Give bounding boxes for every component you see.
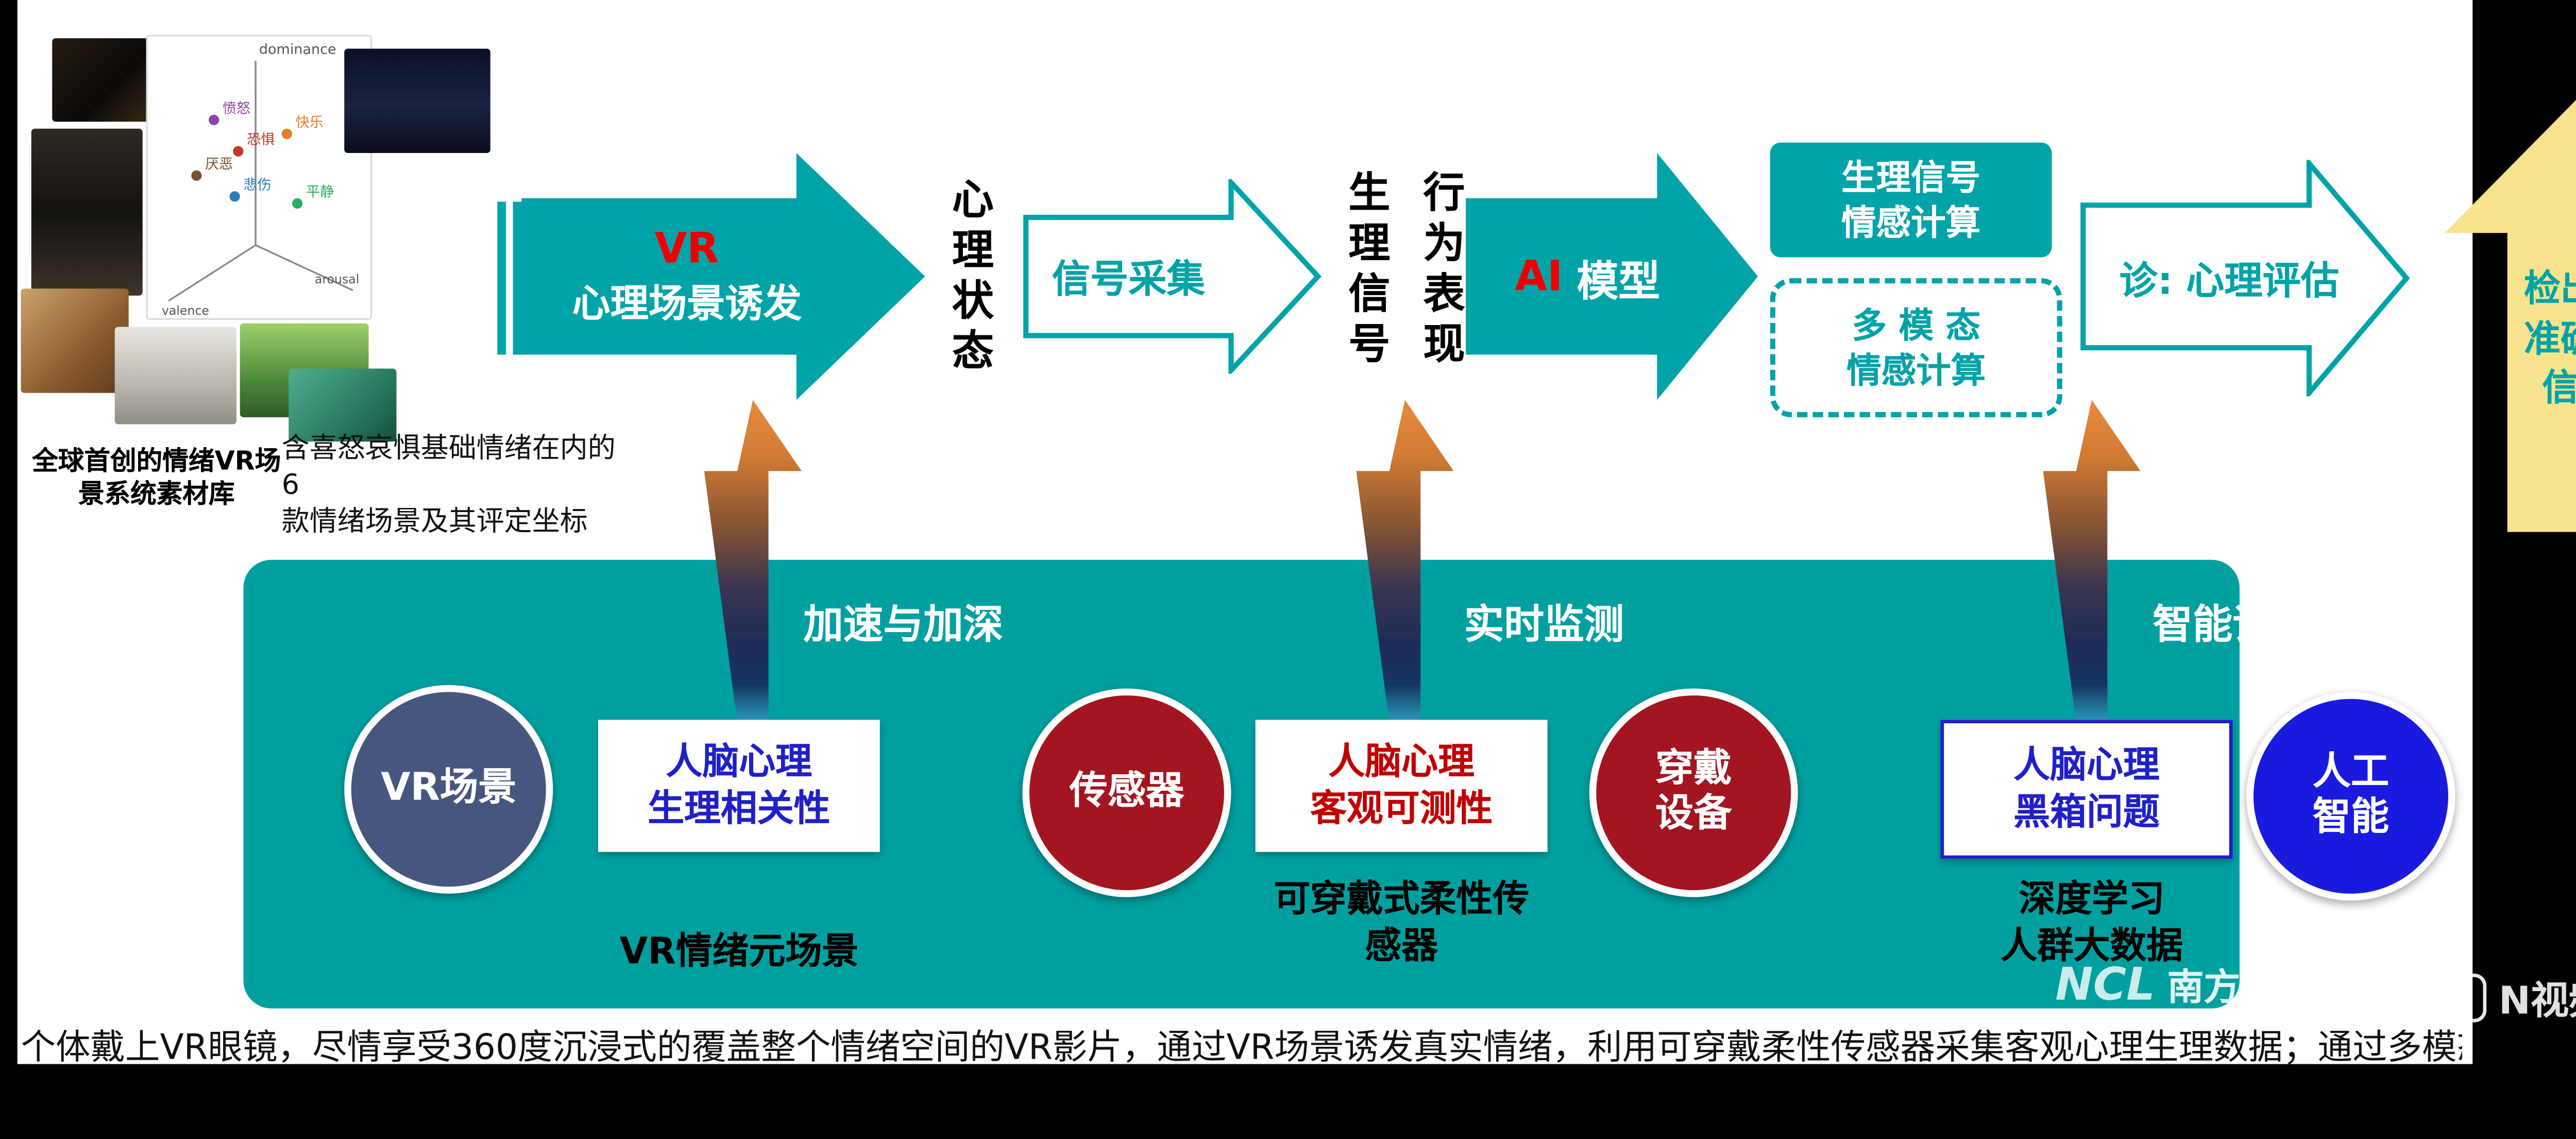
nandu-text: 南方都市报: [2167, 966, 2350, 1009]
emotion-point: [229, 191, 240, 202]
circle-ai: 人工 智能: [2246, 692, 2455, 901]
collage-tile-room: [114, 327, 236, 424]
ai-prefix: AI: [1515, 252, 1563, 301]
flow-start-bar-1: [497, 201, 506, 355]
watermark-nvideo: ▶ N视频: [2437, 970, 2576, 1026]
footer-description: 个体戴上VR眼镜，尽情享受360度沉浸式的覆盖整个情绪空间的VR影片，通过VR场…: [21, 1026, 2463, 1068]
emotion-point-label: 快乐: [296, 114, 324, 130]
caption-wearable-sensor: 可穿戴式柔性传 感器: [1274, 878, 1530, 967]
plot-axis-valence: valence: [162, 303, 209, 318]
ai-label: 模型: [1577, 256, 1660, 305]
nvideo-text: N视频: [2498, 980, 2576, 1024]
arrow-psych-assessment: [2080, 160, 2410, 397]
nandu-logo: NCL: [2055, 960, 2156, 1012]
emotion-point: [233, 146, 244, 157]
arrow-signal-collection-text: 信号采集: [1052, 259, 1205, 303]
label-mental-state: 心理状态: [944, 177, 993, 379]
collage-note: 含喜怒哀惧基础情绪在内的6 款情绪场景及其评定坐标: [281, 431, 616, 537]
box-black-box-problem: 人脑心理 黑箱问题: [1940, 720, 2233, 859]
emotion-point: [209, 114, 219, 125]
collage-tile-vr-scene: [289, 368, 397, 442]
circle-wearable-device: 穿戴 设备: [1589, 688, 1798, 897]
arrow-ai-model: [1466, 153, 1758, 400]
plot-axis-dominance: dominance: [259, 42, 336, 58]
emotion-point-label: 厌恶: [205, 156, 233, 172]
collage-caption: 全球首创的情绪VR场 景系统素材库: [32, 445, 281, 509]
collage-tile-night-city: [344, 48, 490, 153]
stage-label-monitor: 实时监测: [1464, 603, 1624, 649]
circle-sensor: 传感器: [1022, 688, 1231, 897]
vr-scene-collage: dominance arousal valence 愤怒恐惧 快乐厌恶悲伤 平静: [14, 10, 510, 442]
vr-prefix: VR: [654, 224, 719, 273]
arrow-ai-model-text: AI 模型: [1466, 153, 1709, 400]
box-objective-measurability: 人脑心理 客观可测性: [1255, 720, 1548, 852]
stage-label-accelerate: 加速与加深: [803, 603, 1004, 649]
arrow-psych-assessment-text: 诊: 心理评估: [2119, 261, 2340, 304]
collage-tile-food: [21, 288, 129, 393]
arrow-outcome-up: [2445, 100, 2576, 532]
emotion-point: [292, 198, 303, 209]
flow-start-bar-2: [513, 201, 522, 355]
box-brain-physio-correlation: 人脑心理 生理相关性: [598, 720, 880, 852]
arrow-vr-induction: [521, 153, 925, 400]
emotion-point-label: 平静: [306, 184, 334, 200]
collage-tile-cathedral: [31, 128, 143, 296]
emotion-point-label: 恐惧: [247, 132, 275, 148]
collage-tile-dark-room: [52, 38, 153, 122]
play-icon: ▶: [2437, 974, 2487, 1023]
label-behavior: 行为表现: [1415, 170, 1464, 372]
watermark-nandu: NCL 南方都市报: [2055, 960, 2350, 1012]
caption-deep-learning: 深度学习 人群大数据: [2000, 878, 2183, 967]
plot-axis-arousal: arousal: [315, 272, 359, 286]
caption-vr-meta-scene: VR情绪元场景: [619, 930, 859, 972]
arrow-vr-induction-text: VR 心理场景诱发: [522, 174, 852, 379]
collage-tile-emotion-plot: dominance arousal valence 愤怒恐惧 快乐厌恶悲伤 平静: [146, 35, 372, 320]
emotion-point-label: 悲伤: [244, 177, 272, 193]
emotion-point: [191, 170, 202, 181]
foundation-panel: [243, 559, 2240, 1009]
signals-labels: 生理信号 行为表现: [1335, 171, 1471, 397]
label-physiological-signal: 生理信号: [1341, 170, 1389, 372]
emotion-point-label: 愤怒: [223, 100, 250, 116]
emotion-point: [281, 128, 292, 139]
arrow-signal-collection: [1023, 179, 1321, 374]
circle-vr-scene: VR场景: [344, 685, 553, 894]
box-physio-affective-computing: 生理信号 情感计算: [1770, 142, 2052, 258]
stage-label-evaluate: 智能评估: [2153, 603, 2313, 649]
vr-label: 心理场景诱发: [572, 283, 802, 327]
box-multimodal-affective-computing: 多 模 态 情感计算: [1770, 278, 2062, 417]
arrow-outcome-text: 检出率 准确率 信度: [2523, 268, 2576, 409]
